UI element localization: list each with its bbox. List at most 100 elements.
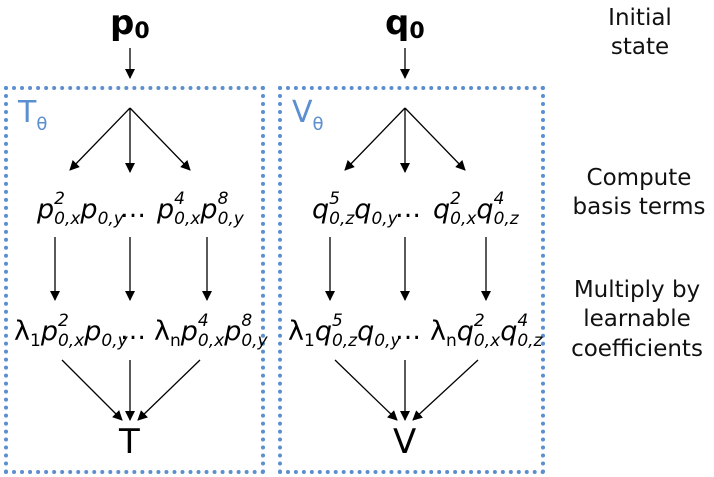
arrow-right-sum-1: [334, 359, 398, 421]
basis-var: p: [224, 316, 242, 347]
basis-exp: 2: [54, 189, 65, 209]
basis-var: p: [80, 194, 98, 225]
basis-var: q: [500, 316, 518, 347]
basis-sub: 0,y: [217, 209, 244, 229]
box-label-left-symbol: T: [18, 95, 37, 130]
annotation-line: state: [610, 34, 670, 61]
box-potential: [278, 86, 545, 474]
coefficient-index: n: [169, 331, 181, 351]
weighted-right-last: λnq20,xq40,z: [430, 313, 542, 350]
annotation-line: Initial: [608, 5, 672, 31]
basis-var: q: [476, 194, 494, 225]
result-V: V: [393, 422, 417, 462]
basis-exp: 8: [241, 311, 253, 331]
annotation-line: basis terms: [572, 194, 706, 221]
basis-right-first: q50,zq0,y: [312, 191, 398, 228]
arrow-right-sum-3: [412, 359, 479, 421]
basis-var: p: [84, 316, 102, 347]
basis-exp: 4: [493, 189, 505, 209]
coefficient-index: 1: [29, 331, 41, 351]
weighted-right-first: λ1q50,zq0,y: [288, 313, 401, 350]
box-kinetic: [4, 86, 265, 474]
annotation-line: learnable: [583, 306, 691, 333]
result-T: T: [119, 422, 140, 462]
basis-sub: 0,x: [197, 331, 225, 351]
basis-exp: 4: [517, 311, 529, 331]
annotation-line: Multiply by: [573, 277, 701, 303]
basis-var: q: [456, 316, 474, 347]
annotation-initial-state: Initial state: [580, 4, 700, 63]
basis-var: q: [357, 316, 375, 347]
basis-sub: 0,y: [241, 331, 268, 351]
input-q0: q0: [385, 3, 425, 43]
box-label-right-sub: θ: [312, 114, 324, 135]
coefficient-lambda: λ: [430, 316, 446, 347]
basis-var: p: [180, 316, 198, 347]
box-label-V-theta: Vθ: [292, 95, 324, 134]
arrow-right-fan-3: [404, 107, 466, 171]
basis-sub: 0,x: [174, 209, 201, 229]
basis-exp: 2: [57, 311, 69, 331]
basis-var: q: [433, 194, 451, 225]
q-symbol: q: [385, 3, 410, 43]
basis-sub: 0,z: [517, 331, 543, 351]
basis-var: q: [314, 316, 332, 347]
basis-var: q: [354, 194, 372, 225]
coefficient-lambda: λ: [154, 316, 170, 347]
annotation-compute-basis: Compute basis terms: [566, 164, 712, 223]
basis-sub: 0,y: [371, 209, 398, 229]
basis-exp: 2: [473, 311, 485, 331]
annotation-line: coefficients: [571, 335, 703, 362]
basis-sub: 0,y: [97, 209, 124, 229]
coefficient-index: 1: [303, 331, 315, 351]
basis-sub: 0,y: [374, 331, 401, 351]
basis-sub: 0,z: [329, 209, 355, 229]
basis-sub: 0,x: [57, 331, 85, 351]
q-subscript: 0: [409, 19, 425, 44]
basis-left-last: p40,xp80,y: [157, 191, 244, 228]
input-p0: p0: [110, 3, 150, 43]
weighted-right-ellipsis: …: [395, 316, 421, 346]
basis-left-first: p20,xp0,y: [37, 191, 124, 228]
basis-exp: 8: [217, 189, 229, 209]
annotation-multiply: Multiply by learnable coefficients: [562, 276, 712, 364]
arrow-left-fan-3: [129, 107, 191, 171]
basis-exp: 2: [450, 189, 461, 209]
arrow-left-sum-1: [61, 359, 123, 421]
basis-exp: 4: [197, 311, 209, 331]
basis-exp: 5: [329, 189, 340, 209]
basis-var: p: [37, 194, 55, 225]
basis-var: p: [200, 194, 218, 225]
box-label-left-sub: θ: [36, 114, 48, 135]
basis-var: q: [312, 194, 330, 225]
basis-sub: 0,x: [450, 209, 477, 229]
p-symbol: p: [110, 3, 135, 43]
arrow-left-sum-3: [137, 359, 201, 421]
basis-var: p: [157, 194, 175, 225]
coefficient-lambda: λ: [14, 316, 30, 347]
box-label-right-symbol: V: [292, 95, 313, 130]
basis-sub: 0,z: [493, 209, 519, 229]
weighted-left-first: λ1p20,xp0,y: [14, 313, 128, 350]
basis-right-last: q20,xq40,z: [433, 191, 519, 228]
basis-var: p: [40, 316, 58, 347]
basis-sub: 0,x: [54, 209, 81, 229]
weighted-left-last: λnp40,xp80,y: [154, 313, 268, 350]
arrow-right-fan-1: [344, 107, 406, 171]
basis-left-ellipsis: …: [120, 194, 146, 224]
basis-right-ellipsis: …: [395, 194, 421, 224]
coefficient-lambda: λ: [288, 316, 304, 347]
basis-sub: 0,y: [101, 331, 128, 351]
box-label-T-theta: Tθ: [18, 95, 47, 134]
weighted-left-ellipsis: …: [120, 316, 146, 346]
arrow-left-fan-1: [69, 107, 131, 171]
basis-exp: 4: [174, 189, 185, 209]
p-subscript: 0: [134, 19, 150, 44]
basis-sub: 0,z: [331, 331, 358, 351]
coefficient-index: n: [445, 331, 457, 351]
basis-exp: 5: [331, 311, 343, 331]
annotation-line: Compute: [586, 165, 692, 191]
basis-sub: 0,x: [473, 331, 501, 351]
